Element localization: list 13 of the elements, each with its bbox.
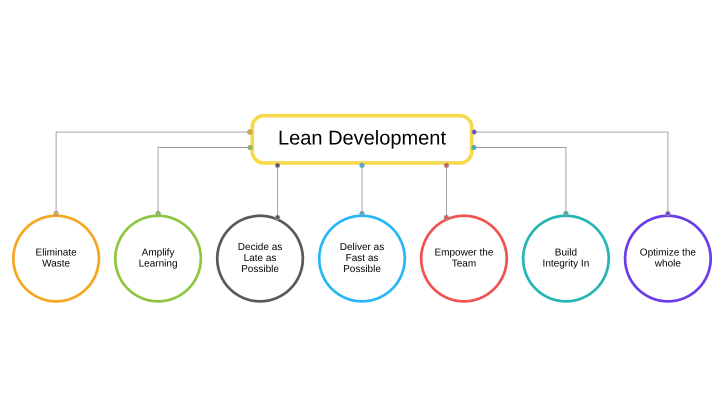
connector xyxy=(53,129,252,216)
node-circle: Optimize the whole xyxy=(624,214,712,303)
node-circle: Eliminate Waste xyxy=(12,214,100,303)
connector xyxy=(274,162,280,220)
node-circle: Amplify Learning xyxy=(114,214,202,303)
connector xyxy=(471,144,569,216)
connector xyxy=(155,144,253,216)
connector xyxy=(444,162,450,220)
node-circle: Build Integrity In xyxy=(522,214,610,303)
connector xyxy=(472,129,671,216)
connector xyxy=(359,162,365,216)
node-box: Lean Development xyxy=(250,114,474,165)
node-circle: Deliver as Fast as Possible xyxy=(318,214,406,303)
